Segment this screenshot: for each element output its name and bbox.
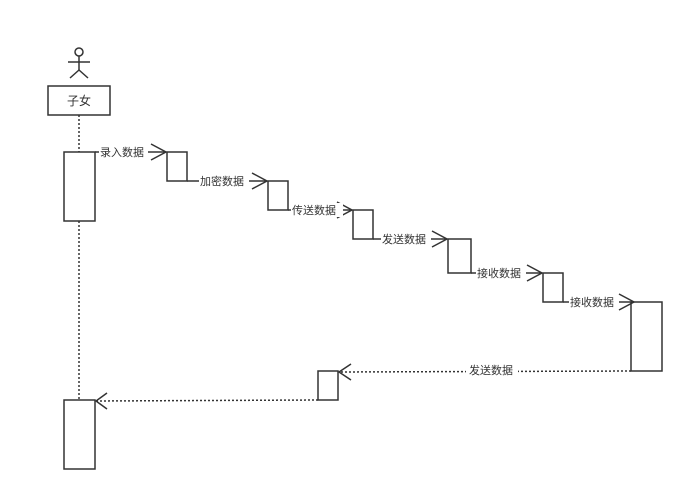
- message-arrow-3: 传送数据: [288, 201, 354, 219]
- message-arrow-6: 接收数据: [563, 293, 636, 311]
- activation-bar-6: [542, 272, 564, 303]
- message-arrow-2: 加密数据: [187, 172, 269, 190]
- message-label-6: 接收数据: [570, 295, 614, 309]
- activation-bar-4: [352, 209, 374, 240]
- activation-bar-9: [63, 399, 96, 470]
- message-arrow-5: 接收数据: [471, 264, 544, 282]
- activation-bar-2: [166, 151, 188, 182]
- message-label-2: 加密数据: [200, 174, 244, 188]
- message-label-4: 发送数据: [382, 232, 426, 246]
- stick-figure-icon: [68, 47, 90, 79]
- message-label-3: 传送数据: [292, 203, 336, 217]
- message-arrow-1: 录入数据: [95, 143, 168, 161]
- message-label-1: 录入数据: [100, 145, 144, 159]
- actor-name: 子女: [67, 93, 91, 108]
- message-arrow-7: 发送数据: [337, 363, 632, 381]
- activation-bar-1: [63, 151, 96, 222]
- activation-bar-3: [267, 180, 289, 211]
- message-arrow-8: [94, 392, 319, 410]
- activation-bar-7: [630, 301, 663, 372]
- message-arrow-4: 发送数据: [373, 230, 449, 248]
- activation-bar-8: [317, 370, 339, 401]
- activation-bar-5: [447, 238, 472, 274]
- message-label-5: 接收数据: [477, 266, 521, 280]
- actor-box: 子女: [47, 85, 111, 116]
- message-label-7: 发送数据: [469, 363, 513, 377]
